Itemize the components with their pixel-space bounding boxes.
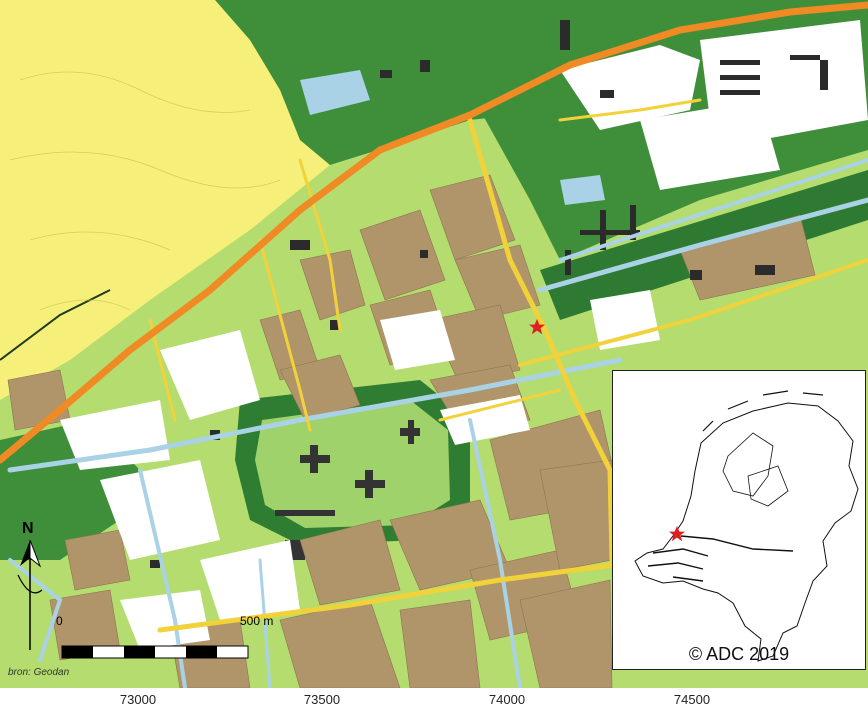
main-river [680, 535, 794, 552]
built-up-areas [60, 20, 868, 650]
pond [300, 70, 370, 115]
wadden-islands [702, 390, 824, 432]
industrial-blocks [7, 174, 816, 688]
main-road [0, 1, 868, 464]
park-lawn [255, 400, 450, 528]
ijsselmeer-outline [722, 432, 774, 497]
inset-locator-map: © ADC 2019 [612, 370, 866, 670]
delta-waterways [647, 548, 709, 582]
scale-bar-start-label: 0 [56, 614, 63, 628]
secondary-roads [148, 98, 868, 633]
source-credit: bron: Geodan [8, 667, 70, 678]
pond-east [560, 175, 605, 205]
netherlands-outline [634, 390, 859, 662]
x-tick-73000: 73000 [119, 692, 157, 707]
x-tick-73500: 73500 [303, 692, 341, 707]
north-label: N [22, 520, 34, 537]
x-tick-74500: 74500 [673, 692, 711, 707]
x-tick-74000: 74000 [488, 692, 526, 707]
scale-bar [61, 645, 249, 659]
red-star-icon [529, 319, 545, 335]
flevoland-outline [747, 465, 789, 507]
scale-bar-end-label: 500 m [240, 614, 274, 628]
water [7, 158, 868, 688]
copyright-label: © ADC 2019 [688, 644, 790, 664]
small-buildings [150, 20, 828, 568]
country-outline [634, 402, 859, 662]
north-arrow-icon [17, 539, 43, 650]
topographic-map [0, 0, 868, 688]
dune-contours [9, 71, 281, 311]
red-star-icon [669, 526, 685, 542]
railway [0, 289, 111, 361]
